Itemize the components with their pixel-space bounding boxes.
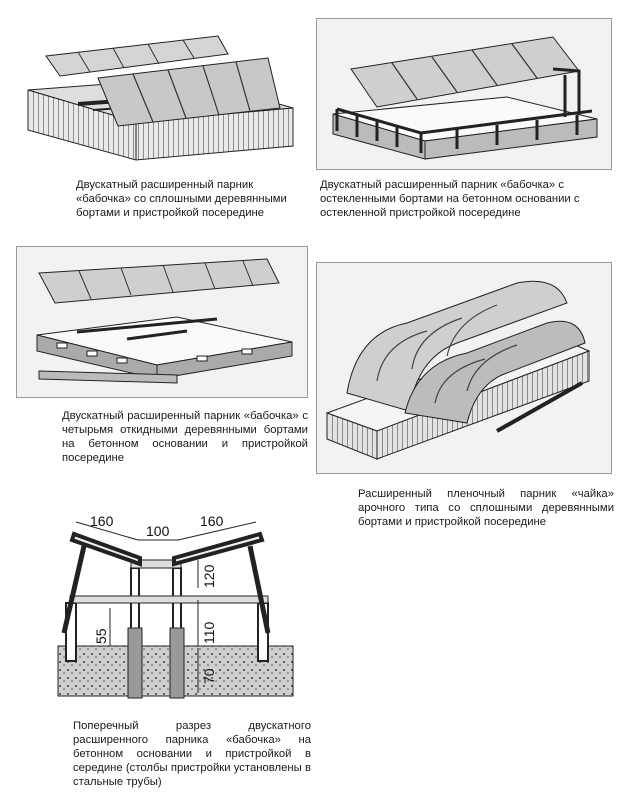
figure-3-folding-sides [16,246,308,398]
greenhouse-illustration-3 [36,258,293,384]
figure-4-arched-film-greenhouse [316,262,612,474]
figure-1-wooden-butterfly-greenhouse [18,18,308,168]
cross-section-drawing: 160 100 160 120 110 55 70 [57,513,294,699]
dim-post-height: 120 [201,564,217,588]
caption-figure-4: Расширенный пленочный парник «чайка» аро… [358,488,614,528]
figure-2-glazed-frame [316,18,612,170]
greenhouse-illustration-4 [325,280,591,460]
dim-foundation: 70 [201,668,217,684]
caption-figure-2: Двускатный расширенный парник «бабочка» … [320,179,580,219]
dim-side-height: 110 [201,621,217,644]
dim-low-height: 55 [93,628,109,644]
caption-figure-3: Двускатный расширенный парник «бабочка» … [62,410,308,464]
dim-left-slope: 160 [90,513,114,529]
dim-right-slope: 160 [200,513,224,529]
greenhouse-illustration-2 [332,36,598,160]
dim-middle: 100 [146,523,170,539]
figure-5-cross-section: 160 100 160 120 110 55 70 [18,508,308,708]
greenhouse-illustration-1 [27,35,294,161]
caption-figure-1: Двускатный расширенный парник «бабочка» … [76,179,287,219]
caption-figure-5: Поперечный разрез двускатного расширенно… [73,720,311,788]
